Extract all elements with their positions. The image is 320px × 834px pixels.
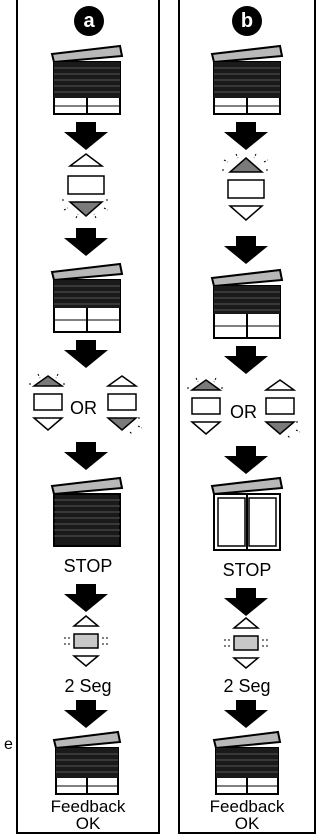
down-arrow-icon bbox=[64, 340, 108, 368]
down-arrow-icon bbox=[64, 442, 108, 470]
down-arrow-icon bbox=[64, 584, 108, 612]
down-arrow-icon bbox=[64, 700, 108, 728]
remote-control-icon bbox=[218, 152, 274, 224]
roller-shutter-icon bbox=[210, 268, 284, 340]
remote-control-icon bbox=[102, 372, 146, 434]
down-arrow-icon bbox=[224, 122, 268, 150]
remote-control-icon bbox=[260, 376, 304, 438]
down-arrow-icon bbox=[224, 346, 268, 374]
down-arrow-icon bbox=[224, 236, 268, 264]
or-label: OR bbox=[70, 398, 97, 419]
stop-label: STOP bbox=[64, 556, 113, 577]
stop-label: STOP bbox=[223, 560, 272, 581]
roller-shutter-icon bbox=[50, 44, 124, 116]
roller-shutter-icon bbox=[52, 730, 122, 796]
roller-shutter-icon bbox=[210, 44, 284, 116]
roller-shutter-icon bbox=[50, 262, 124, 334]
down-arrow-icon bbox=[64, 122, 108, 150]
remote-control-icon bbox=[28, 372, 68, 434]
remote-control-icon bbox=[58, 152, 114, 222]
hold-duration-label: 2 Seg bbox=[64, 676, 111, 697]
down-arrow-icon bbox=[224, 446, 268, 474]
down-arrow-icon bbox=[64, 228, 108, 256]
or-label: OR bbox=[230, 402, 257, 423]
remote-control-icon bbox=[220, 616, 272, 674]
remote-control-icon bbox=[186, 376, 226, 438]
roller-shutter-icon bbox=[50, 476, 124, 548]
hold-duration-label: 2 Seg bbox=[223, 676, 270, 697]
ok-label: OK bbox=[235, 815, 260, 832]
roller-shutter-icon bbox=[212, 730, 282, 796]
ok-label: OK bbox=[76, 815, 101, 832]
feedback-label: Feedback bbox=[210, 798, 285, 815]
remote-control-icon bbox=[60, 614, 112, 672]
window-open-icon bbox=[210, 476, 284, 552]
step-badge-a: a bbox=[74, 6, 104, 36]
feedback-label: Feedback bbox=[51, 798, 126, 815]
stray-character: e bbox=[4, 736, 13, 754]
down-arrow-icon bbox=[224, 700, 268, 728]
step-badge-b: b bbox=[232, 6, 262, 36]
down-arrow-icon bbox=[224, 588, 268, 616]
